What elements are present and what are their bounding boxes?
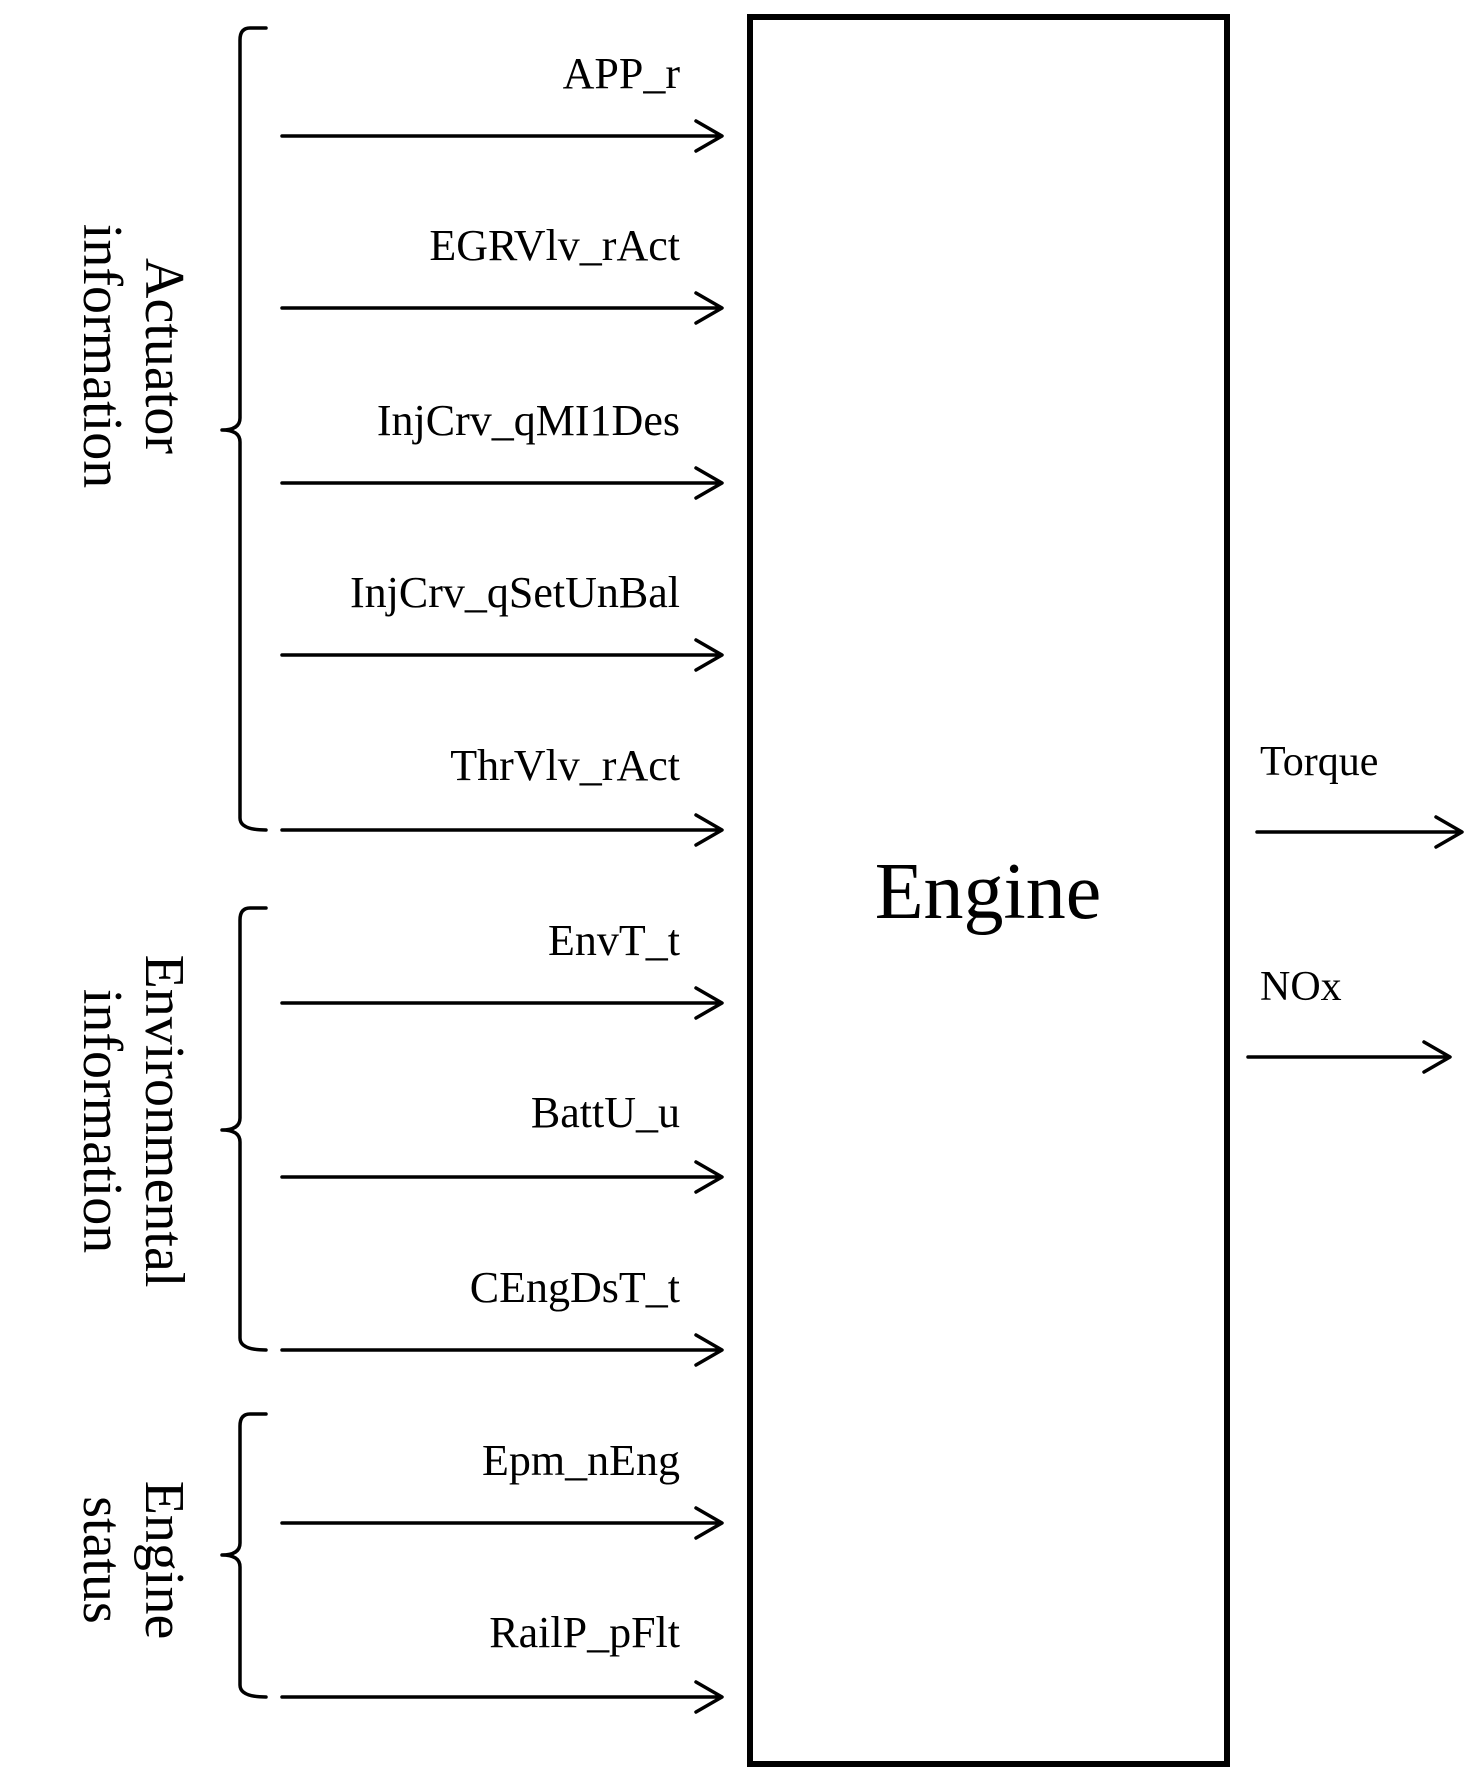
actuator-group-brace bbox=[220, 26, 268, 832]
input-thrvlv-ract: ThrVlv_rAct bbox=[280, 741, 724, 847]
output-label: NOx bbox=[1260, 964, 1342, 1010]
actuator-group-label: Actuator information bbox=[71, 224, 195, 488]
input-arrow bbox=[280, 1160, 724, 1194]
input-arrow bbox=[280, 119, 724, 153]
engine-status-group-label-line2: status bbox=[71, 1496, 133, 1624]
input-label: Epm_nEng bbox=[482, 1436, 680, 1485]
actuator-group-label-line1: Actuator bbox=[133, 258, 195, 454]
input-egrvlv-ract: EGRVlv_rAct bbox=[280, 221, 724, 325]
environmental-group-label-line2: information bbox=[71, 989, 133, 1253]
environmental-group-label-line1: Environmental bbox=[133, 955, 195, 1288]
input-arrow bbox=[280, 986, 724, 1020]
output-label: Torque bbox=[1260, 739, 1378, 785]
output-arrow bbox=[1246, 1040, 1452, 1074]
input-arrow bbox=[280, 291, 724, 325]
engine-block bbox=[747, 14, 1230, 1767]
input-label: EnvT_t bbox=[548, 916, 680, 965]
environmental-group-brace bbox=[220, 906, 268, 1352]
input-arrow bbox=[280, 1680, 724, 1714]
input-arrow bbox=[280, 638, 724, 672]
input-envt-t: EnvT_t bbox=[280, 916, 724, 1020]
input-arrow bbox=[280, 1506, 724, 1540]
input-label: InjCrv_qSetUnBal bbox=[350, 568, 680, 617]
input-label: CEngDsT_t bbox=[470, 1263, 680, 1312]
input-label: BattU_u bbox=[531, 1088, 680, 1137]
input-arrow bbox=[280, 466, 724, 500]
input-label: EGRVlv_rAct bbox=[429, 221, 680, 270]
input-railp-pflt: RailP_pFlt bbox=[280, 1608, 724, 1714]
input-epm-neng: Epm_nEng bbox=[280, 1436, 724, 1540]
actuator-group-label-line2: information bbox=[71, 224, 133, 488]
engine-block-label: Engine bbox=[875, 848, 1102, 936]
engine-status-group-label: Engine status bbox=[71, 1481, 195, 1640]
input-label: RailP_pFlt bbox=[489, 1608, 680, 1657]
input-injcrv-qmi1des: InjCrv_qMI1Des bbox=[280, 396, 724, 500]
input-arrow bbox=[280, 813, 724, 847]
environmental-group-label: Environmental information bbox=[71, 955, 195, 1288]
output-nox: NOx bbox=[1246, 964, 1452, 1074]
output-arrow bbox=[1255, 815, 1464, 849]
input-label: ThrVlv_rAct bbox=[450, 741, 680, 790]
output-torque: Torque bbox=[1255, 739, 1464, 849]
input-injcrv-qsetunbal: InjCrv_qSetUnBal bbox=[280, 568, 724, 672]
input-label: InjCrv_qMI1Des bbox=[377, 396, 680, 445]
input-arrow bbox=[280, 1333, 724, 1367]
input-label: APP_r bbox=[563, 49, 681, 98]
input-battu-u: BattU_u bbox=[280, 1088, 724, 1194]
input-app-r: APP_r bbox=[280, 49, 724, 153]
input-cengdst-t: CEngDsT_t bbox=[280, 1263, 724, 1367]
engine-status-group-brace bbox=[220, 1412, 268, 1699]
engine-status-group-label-line1: Engine bbox=[133, 1481, 195, 1640]
